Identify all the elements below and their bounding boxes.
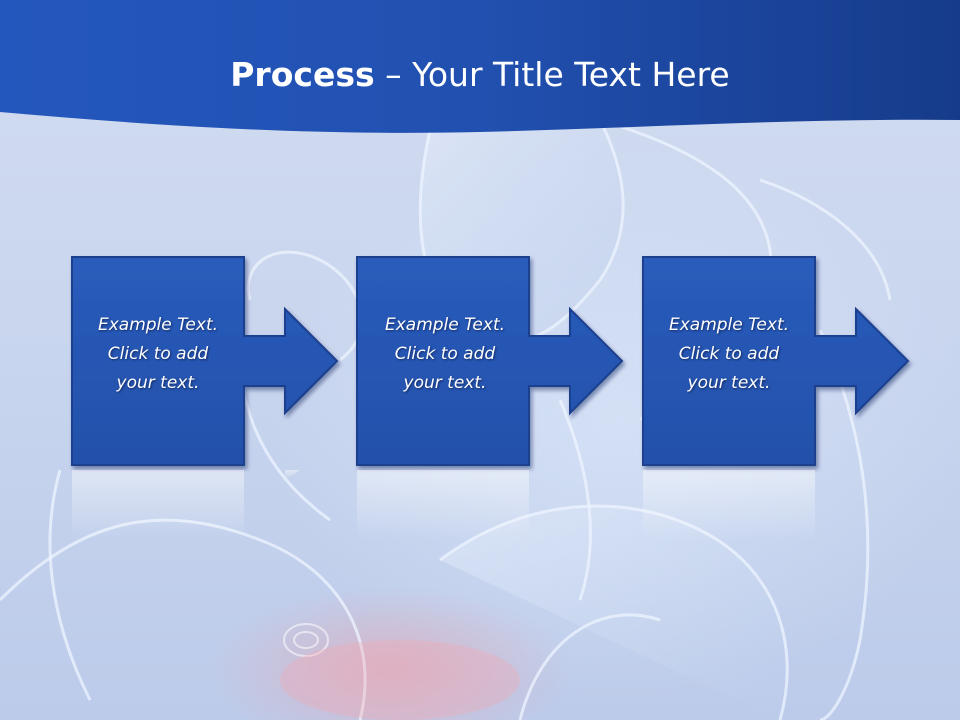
title-bold: Process	[230, 55, 375, 94]
step-3-line-1: Example Text.	[668, 315, 790, 335]
step-1-shape[interactable]	[71, 256, 339, 540]
step-2-line-3: your text.	[403, 373, 487, 393]
title-rest: – Your Title Text Here	[374, 55, 730, 94]
step-2-text[interactable]: Example Text. Click to add your text.	[359, 311, 531, 398]
step-2-line-2: Click to add	[394, 344, 496, 364]
step-1-line-2: Click to add	[107, 344, 209, 364]
step-1-line-1: Example Text.	[97, 315, 219, 335]
step-3-shape[interactable]	[642, 256, 910, 540]
step-3-text[interactable]: Example Text. Click to add your text.	[643, 311, 815, 398]
step-3-line-2: Click to add	[678, 344, 780, 364]
step-1-text[interactable]: Example Text. Click to add your text.	[72, 311, 244, 398]
slide-title[interactable]: Process – Your Title Text Here	[0, 52, 960, 98]
step-3-line-3: your text.	[687, 373, 771, 393]
step-2-line-1: Example Text.	[384, 315, 506, 335]
step-1-line-3: your text.	[116, 373, 200, 393]
step-2-shape[interactable]	[356, 256, 624, 540]
header-band	[0, 0, 960, 133]
